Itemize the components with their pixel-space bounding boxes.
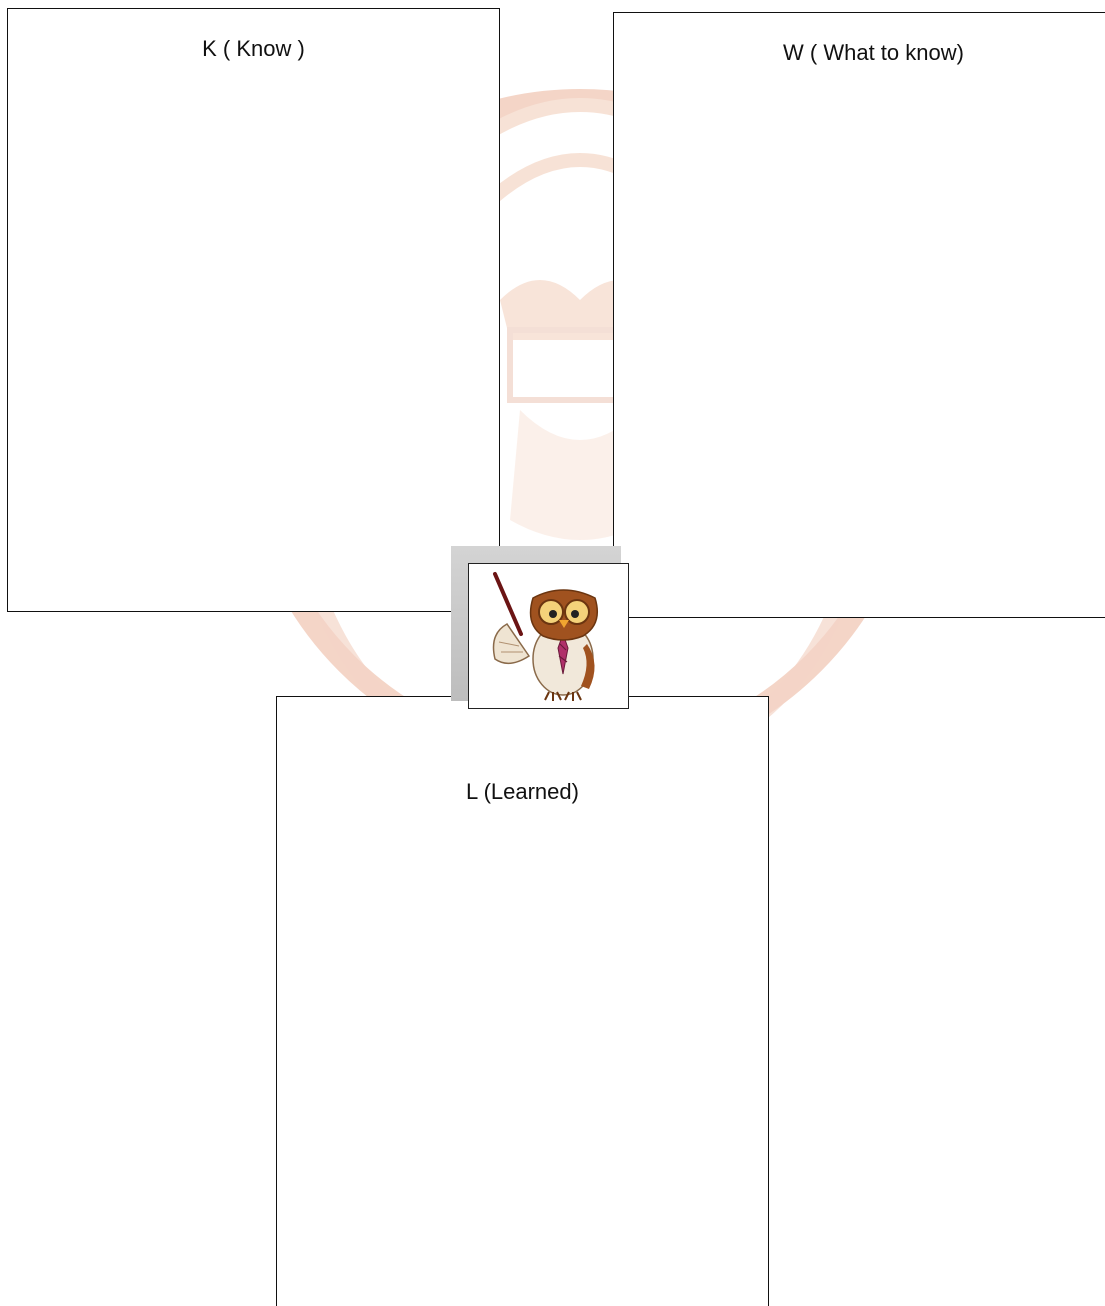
know-box[interactable]: K ( Know ) (7, 8, 500, 612)
owl-teacher-icon (469, 564, 627, 707)
want-to-know-label: W ( What to know) (614, 40, 1105, 66)
learned-box[interactable]: L (Learned) (276, 696, 769, 1306)
want-to-know-box[interactable]: W ( What to know) (613, 12, 1105, 618)
know-label: K ( Know ) (8, 36, 499, 62)
learned-label: L (Learned) (277, 779, 768, 805)
owl-image-frame (468, 563, 629, 709)
